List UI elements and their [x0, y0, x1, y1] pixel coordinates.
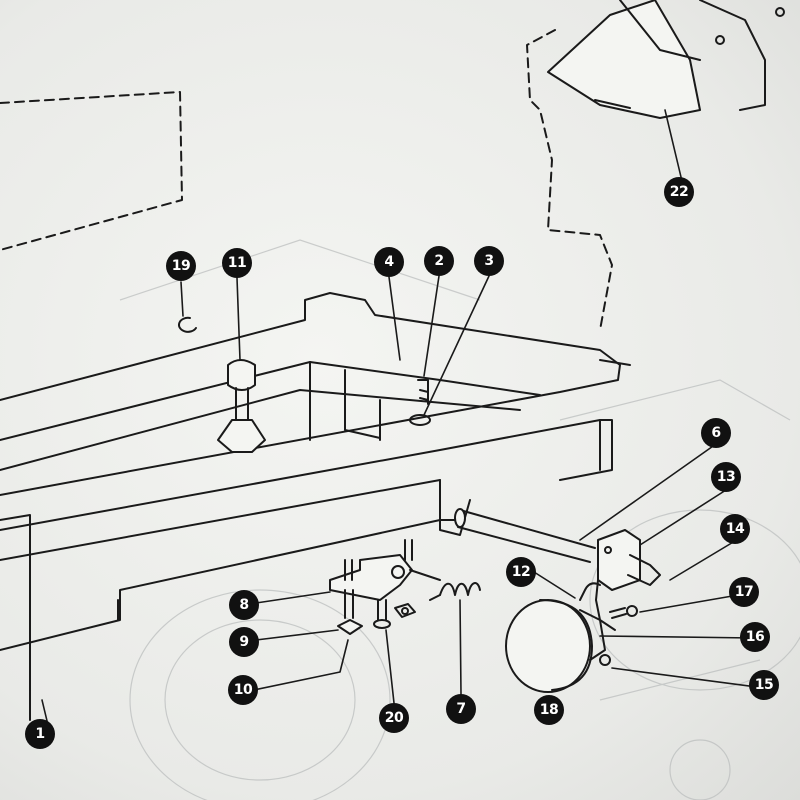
callout-part-7: 7 [446, 694, 476, 724]
part-12-hook [579, 582, 601, 601]
leader-lines [41, 109, 765, 726]
callout-part-16: 16 [740, 622, 770, 652]
callout-part-17: 17 [729, 577, 759, 607]
part-2-screw [417, 379, 429, 405]
part-8-bracket-assembly [329, 539, 441, 635]
part-7-spring [429, 582, 481, 601]
part-18-disc [505, 599, 611, 693]
callout-part-13: 13 [711, 462, 741, 492]
main-linework [0, 0, 785, 726]
callout-part-19: 19 [166, 251, 196, 281]
callout-part-20: 20 [379, 703, 409, 733]
dashed-outline-left [0, 91, 183, 251]
dashed-outline-right [526, 29, 613, 331]
callout-part-18: 18 [534, 695, 564, 725]
callout-part-14: 14 [720, 514, 750, 544]
callout-part-8: 8 [229, 590, 259, 620]
callout-part-3: 3 [474, 246, 504, 276]
callout-part-1: 1 [25, 719, 55, 749]
callout-part-11: 11 [222, 248, 252, 278]
callout-part-22: 22 [664, 177, 694, 207]
part-11-spindle [217, 359, 266, 453]
callout-part-12: 12 [506, 557, 536, 587]
callout-part-2: 2 [424, 246, 454, 276]
part-6-rod [454, 508, 596, 563]
part-3-washer [409, 414, 431, 426]
callout-part-6: 6 [701, 418, 731, 448]
part-13-14-assembly [595, 529, 661, 631]
callout-part-9: 9 [229, 627, 259, 657]
part-1-base-frame [0, 292, 631, 721]
part-17-screw [609, 607, 627, 619]
part-22-bracket [547, 0, 785, 119]
part-19-clip [177, 316, 197, 333]
background-ghost-drawing [119, 239, 800, 800]
callout-part-15: 15 [749, 670, 779, 700]
callout-part-10: 10 [228, 675, 258, 705]
callout-part-4: 4 [374, 247, 404, 277]
